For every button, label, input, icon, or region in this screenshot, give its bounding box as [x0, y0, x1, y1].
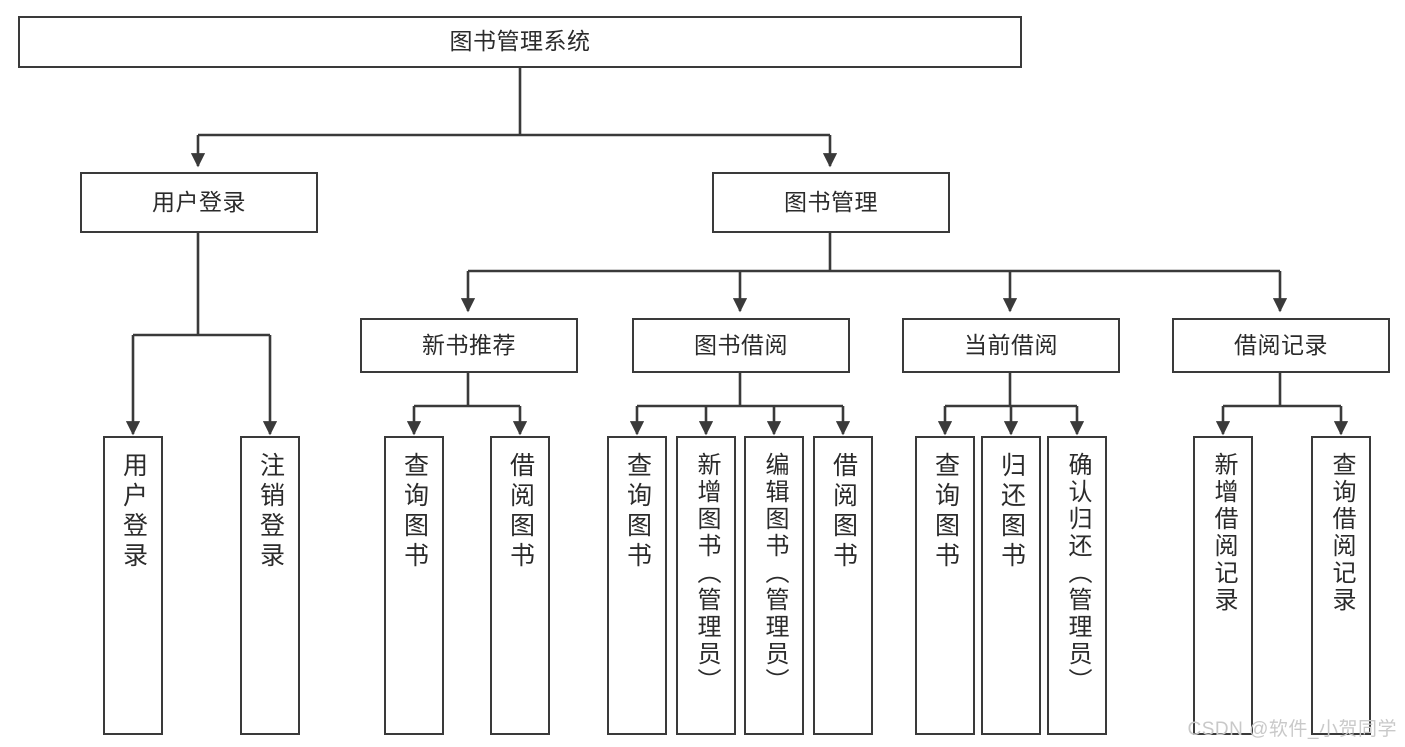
leaf-new-book-recommend-1[interactable]: 借阅图书	[490, 436, 550, 735]
node-new-book-recommend-label: 新书推荐	[422, 331, 516, 358]
leaf-user-login-0[interactable]: 用户登录	[103, 436, 163, 735]
node-borrow-record[interactable]: 借阅记录	[1172, 318, 1390, 373]
leaf-borrow-record-0-label: 新增借阅记录	[1210, 452, 1237, 614]
node-book-borrow[interactable]: 图书借阅	[632, 318, 850, 373]
leaf-book-borrow-2-label: 编辑图书（管理员）	[761, 452, 788, 695]
leaf-user-login-0-label: 用户登录	[119, 452, 148, 572]
leaf-book-borrow-0-label: 查询图书	[623, 452, 652, 572]
leaf-user-login-1[interactable]: 注销登录	[240, 436, 300, 735]
leaf-new-book-recommend-0[interactable]: 查询图书	[384, 436, 444, 735]
watermark-text: CSDN @软件_小贺同学	[1187, 719, 1397, 740]
node-user-login[interactable]: 用户登录	[80, 172, 318, 233]
node-book-borrow-label: 图书借阅	[694, 331, 788, 358]
leaf-new-book-recommend-1-label: 借阅图书	[506, 452, 535, 572]
leaf-book-borrow-3-label: 借阅图书	[829, 452, 858, 572]
leaf-current-borrow-0[interactable]: 查询图书	[915, 436, 975, 735]
node-root[interactable]: 图书管理系统	[18, 16, 1022, 68]
leaf-book-borrow-2[interactable]: 编辑图书（管理员）	[744, 436, 804, 735]
leaf-current-borrow-1-label: 归还图书	[997, 452, 1026, 572]
leaf-current-borrow-2[interactable]: 确认归还（管理员）	[1047, 436, 1107, 735]
leaf-new-book-recommend-0-label: 查询图书	[400, 452, 429, 572]
leaf-book-borrow-0[interactable]: 查询图书	[607, 436, 667, 735]
leaf-user-login-1-label: 注销登录	[256, 452, 285, 572]
leaf-book-borrow-1-label: 新增图书（管理员）	[693, 452, 720, 695]
node-current-borrow-label: 当前借阅	[964, 331, 1058, 358]
leaf-borrow-record-1[interactable]: 查询借阅记录	[1311, 436, 1371, 735]
node-book-management[interactable]: 图书管理	[712, 172, 950, 233]
node-book-management-label: 图书管理	[784, 188, 878, 215]
node-new-book-recommend[interactable]: 新书推荐	[360, 318, 578, 373]
leaf-current-borrow-0-label: 查询图书	[931, 452, 960, 572]
node-root-label: 图书管理系统	[449, 28, 591, 55]
node-current-borrow[interactable]: 当前借阅	[902, 318, 1120, 373]
leaf-book-borrow-1[interactable]: 新增图书（管理员）	[676, 436, 736, 735]
leaf-borrow-record-0[interactable]: 新增借阅记录	[1193, 436, 1253, 735]
leaf-current-borrow-1[interactable]: 归还图书	[981, 436, 1041, 735]
node-borrow-record-label: 借阅记录	[1234, 331, 1328, 358]
leaf-current-borrow-2-label: 确认归还（管理员）	[1064, 452, 1091, 695]
leaf-borrow-record-1-label: 查询借阅记录	[1328, 452, 1355, 614]
node-user-login-label: 用户登录	[152, 188, 246, 215]
leaf-book-borrow-3[interactable]: 借阅图书	[813, 436, 873, 735]
